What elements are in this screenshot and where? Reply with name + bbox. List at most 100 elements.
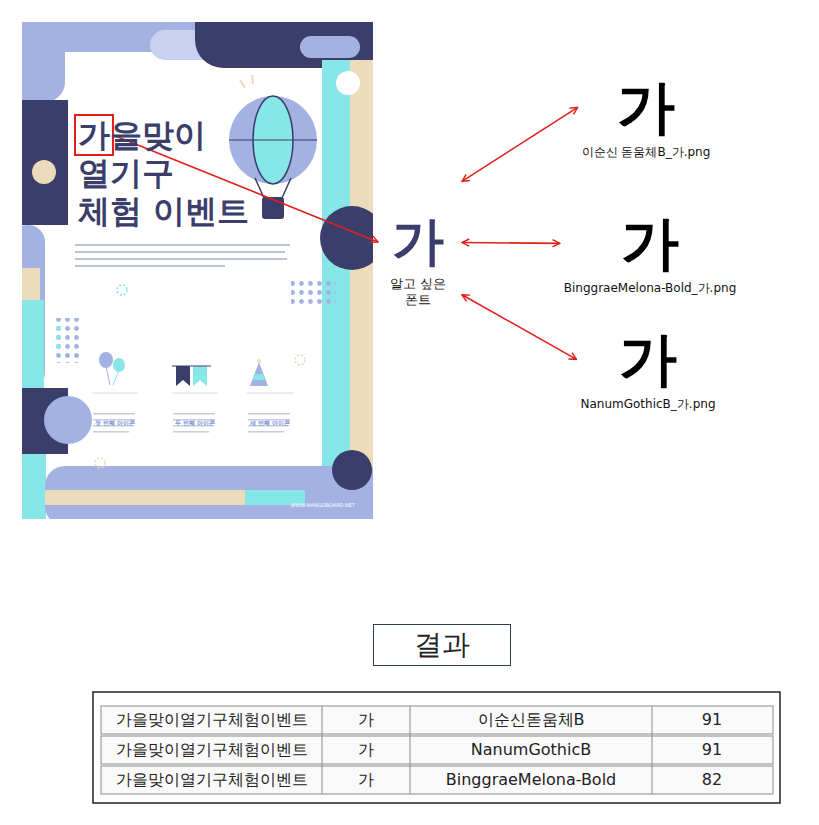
poster-panel: 가을맞이 열기구 체험 이벤트첫 번째 아이콘 두 번째 아이콘 세 번째 아이콘 W… bbox=[22, 22, 373, 519]
icon-caption: 세 번째 아이콘 bbox=[250, 419, 290, 426]
icon-text-lines bbox=[93, 413, 290, 433]
font-glyph: 가 bbox=[581, 326, 716, 393]
table-font-cell: 이순신돋움체B bbox=[478, 710, 585, 729]
icon-text-lines-part bbox=[173, 413, 215, 415]
table-font-cell: BinggraeMelona-Bold bbox=[446, 770, 617, 789]
dot-grids-part bbox=[117, 285, 127, 295]
table-rows-part bbox=[101, 766, 773, 794]
dot-grids-part bbox=[95, 458, 105, 468]
table-columns-part bbox=[322, 706, 323, 794]
file-name: BinggraeMelona-Bold_가.png bbox=[564, 281, 737, 296]
poster-background-part bbox=[22, 300, 44, 390]
balloon-illustration-part bbox=[229, 96, 317, 184]
poster-background-part bbox=[45, 466, 373, 519]
red-arrow bbox=[462, 295, 577, 360]
icon-text-lines-part bbox=[248, 413, 290, 415]
paragraph-lines-part bbox=[75, 258, 287, 260]
event-icons-part bbox=[113, 370, 119, 385]
icon-underlines-part bbox=[92, 393, 138, 394]
table-rows bbox=[101, 706, 773, 794]
table-title-cell: 가을맞이열기구체험이벤트 bbox=[116, 770, 308, 789]
paragraph-lines-part bbox=[75, 265, 225, 267]
icon-text-lines-part bbox=[93, 413, 135, 415]
font-glyph: 가 bbox=[582, 74, 711, 141]
event-icons bbox=[99, 352, 268, 386]
icon-text-lines-part bbox=[173, 431, 209, 433]
paragraph-lines-part bbox=[75, 251, 285, 253]
table-score-cell: 82 bbox=[702, 770, 722, 789]
file-name: 이순신 돋움체B_가.png bbox=[582, 145, 711, 160]
table-columns-part bbox=[652, 706, 653, 794]
table-score-cell: 91 bbox=[702, 710, 722, 729]
dot-grids-part bbox=[295, 355, 305, 365]
poster-background-part bbox=[22, 225, 45, 390]
icon-underlines bbox=[92, 393, 293, 394]
paragraph-lines-part bbox=[75, 244, 290, 246]
table-title-cell: 가을맞이열기구체험이벤트 bbox=[116, 740, 308, 759]
table-columns bbox=[322, 706, 652, 794]
poster-background-part bbox=[22, 454, 46, 519]
result-box: 결과 bbox=[373, 624, 511, 666]
wrap-spacer bbox=[220, 116, 260, 192]
poster-title: 가을맞이 열기구 체험 이벤트 bbox=[78, 116, 260, 230]
poster-background-part bbox=[45, 490, 245, 505]
poster-background-part bbox=[22, 100, 68, 225]
event-icons-part bbox=[172, 366, 211, 367]
balloon-illustration-part bbox=[252, 75, 253, 84]
event-icons-part bbox=[253, 374, 265, 380]
target-caption: 알고 싶은 폰트 bbox=[378, 276, 458, 309]
event-icons-part bbox=[113, 358, 125, 372]
balloon-illustration-part bbox=[229, 139, 317, 140]
poster-background bbox=[22, 22, 373, 519]
poster-background-part bbox=[350, 60, 373, 500]
icon-caption: 두 번째 아이콘 bbox=[175, 419, 215, 426]
dot-grids-part bbox=[291, 278, 336, 305]
dot-grids-part bbox=[56, 318, 83, 363]
table-rows-part bbox=[101, 736, 773, 764]
poster-background-part bbox=[44, 396, 92, 444]
poster-background-part bbox=[22, 22, 373, 519]
table-rows-part bbox=[101, 706, 773, 734]
red-arrow bbox=[462, 107, 578, 181]
table-columns-part bbox=[410, 706, 411, 794]
result-table-grid-part bbox=[93, 692, 780, 803]
paragraph-lines bbox=[75, 244, 290, 267]
icon-text-lines-part bbox=[248, 431, 284, 433]
poster-background-part bbox=[22, 22, 65, 102]
table-score-cell: 91 bbox=[702, 740, 722, 759]
dot-grids-part bbox=[56, 327, 65, 354]
table-font-cell: NanumGothicB bbox=[471, 740, 591, 759]
icon-text-lines-part bbox=[93, 431, 129, 433]
watermark: WWW.MANGOBOARD.NET bbox=[290, 502, 355, 508]
result-heading: 결과 bbox=[414, 627, 470, 663]
event-icons-part bbox=[99, 352, 113, 368]
balloon-illustration-part bbox=[282, 178, 291, 198]
dot-grids bbox=[56, 278, 336, 468]
icon-underlines-part bbox=[247, 393, 293, 394]
file-name: NanumGothicB_가.png bbox=[581, 397, 716, 412]
balloon-illustration-part bbox=[240, 80, 245, 88]
poster-background-part bbox=[336, 71, 360, 95]
table-title-cell: 가을맞이열기구체험이벤트 bbox=[116, 710, 308, 729]
poster-background-part bbox=[320, 206, 373, 270]
icon-caption: 첫 번째 아이콘 bbox=[95, 419, 135, 426]
table-char-cell: 가 bbox=[358, 770, 374, 789]
event-icons-part bbox=[193, 366, 207, 386]
glyph-node: 가알고 싶은 폰트 bbox=[378, 212, 458, 308]
glyph-node: 가 BinggraeMelona-Bold_가.png bbox=[564, 210, 737, 296]
icon-underlines-part bbox=[172, 393, 218, 394]
table-char-cell: 가 bbox=[358, 740, 374, 759]
red-arrow bbox=[462, 242, 560, 244]
poster-background-part bbox=[22, 268, 40, 304]
event-icons-part bbox=[176, 366, 190, 386]
table-char-cell: 가 bbox=[358, 710, 374, 729]
glyph-node: 가 NanumGothicB_가.png bbox=[581, 326, 716, 412]
font-glyph: 가 bbox=[564, 210, 737, 277]
font-glyph: 가 bbox=[378, 212, 458, 272]
poster-background-part bbox=[32, 160, 56, 184]
event-icons-part bbox=[106, 366, 110, 385]
event-icons-part bbox=[257, 359, 261, 363]
